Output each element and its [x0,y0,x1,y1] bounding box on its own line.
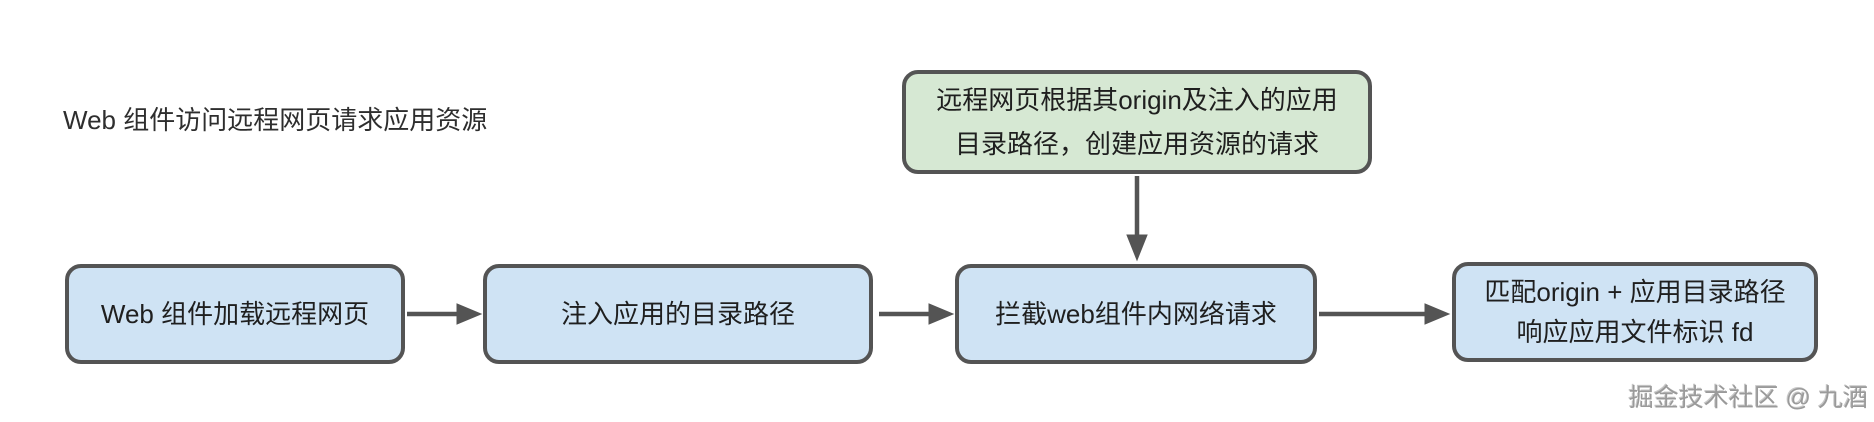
node-remote-page-creates-request: 远程网页根据其origin及注入的应用 目录路径，创建应用资源的请求 [902,70,1372,174]
node-intercept-requests: 拦截web组件内网络请求 [955,264,1317,364]
node-load-remote-page: Web 组件加载远程网页 [65,264,405,364]
node-match-and-respond: 匹配origin + 应用目录路径 响应应用文件标识 fd [1452,262,1818,362]
arrow-annotation-to-intercept [1126,176,1148,262]
watermark: 掘金技术社区 @ 九酒 [1628,384,1868,412]
diagram-title: Web 组件访问远程网页请求应用资源 [63,105,488,135]
node-inject-dir-path: 注入应用的目录路径 [483,264,873,364]
arrow-load-to-inject [407,303,483,325]
arrow-inject-to-intercept [879,303,955,325]
arrow-intercept-to-match [1319,303,1451,325]
